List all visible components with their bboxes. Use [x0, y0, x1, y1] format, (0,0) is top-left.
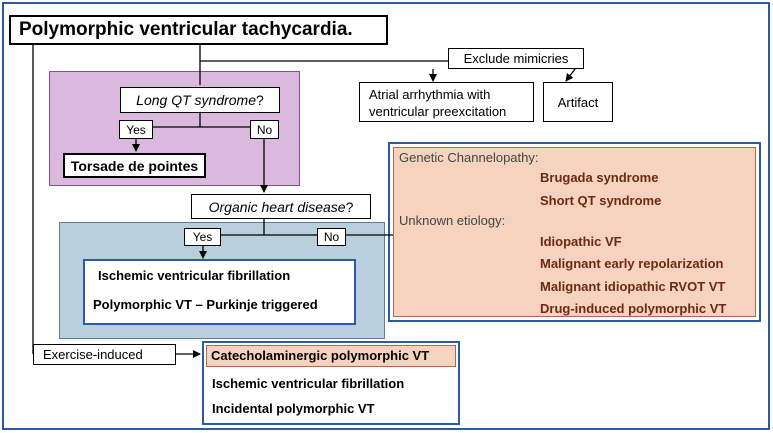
long-qt-question: Long QT syndrome? — [120, 87, 280, 113]
exercise-induced-box: Exercise-induced — [33, 344, 176, 365]
channelopathy-panel — [393, 147, 756, 317]
organic-question: Organic heart disease? — [191, 194, 371, 219]
ischemic-vf-2-text: Ischemic ventricular fibrillation — [212, 376, 405, 391]
long-qt-no: No — [250, 120, 279, 139]
short-qt-text: Short QT syndrome — [540, 193, 662, 208]
atrial-arrhythmia-line1: Atrial arrhythmia with — [369, 87, 491, 102]
purkinje-text: Polymorphic VT – Purkinje triggered — [93, 297, 318, 312]
exclude-mimicries-box: Exclude mimicries — [448, 48, 584, 69]
brugada-text: Brugada syndrome — [540, 170, 659, 185]
atrial-arrhythmia-line2: ventricular preexcitation — [369, 104, 507, 119]
atrial-arrhythmia-box: Atrial arrhythmia with ventricular preex… — [359, 82, 534, 122]
long-qt-label: Long QT syndrome — [136, 92, 257, 108]
ischemic-vf-text: Ischemic ventricular fibrillation — [98, 268, 291, 283]
malignant-early-text: Malignant early repolarization — [540, 256, 724, 271]
drug-induced-text: Drug-induced polymorphic VT — [540, 301, 727, 316]
organic-outcomes-box: Ischemic ventricular fibrillation Polymo… — [83, 259, 356, 325]
malignant-rvot-text: Malignant idiopathic RVOT VT — [540, 279, 726, 294]
unknown-heading: Unknown etiology: — [399, 213, 506, 228]
long-qt-qmark: ? — [256, 92, 264, 108]
diagram-title: Polymorphic ventricular tachycardia. — [9, 15, 388, 45]
torsade-box: Torsade de pointes — [63, 153, 206, 178]
genetic-heading: Genetic Channelopathy: — [399, 150, 539, 165]
organic-label: Organic heart disease — [208, 198, 346, 215]
long-qt-yes: Yes — [119, 120, 153, 139]
exercise-outcomes-box: Catecholaminergic polymorphic VT Ischemi… — [202, 341, 460, 425]
incidental-text: Incidental polymorphic VT — [212, 401, 375, 416]
organic-no: No — [317, 228, 346, 246]
idiopathic-vf-text: Idiopathic VF — [540, 234, 622, 249]
artifact-box: Artifact — [543, 82, 613, 122]
organic-qmark: ? — [345, 198, 354, 215]
cpvt-text: Catecholaminergic polymorphic VT — [206, 345, 456, 367]
organic-yes: Yes — [184, 228, 221, 246]
